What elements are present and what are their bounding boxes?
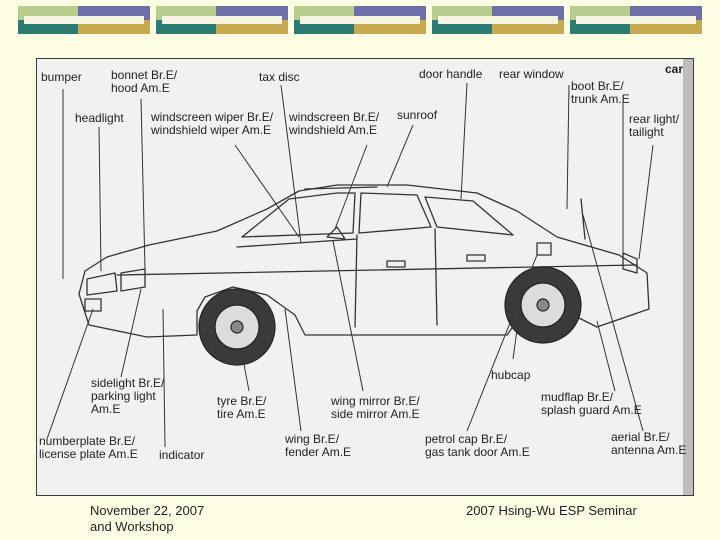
label-tax-disc: tax disc	[259, 71, 300, 84]
label-petrol-cap: petrol cap Br.E/ gas tank door Am.E	[425, 433, 530, 459]
label-wing-mirror: wing mirror Br.E/ side mirror Am.E	[331, 395, 420, 421]
label-sidelight: sidelight Br.E/ parking light Am.E	[91, 377, 164, 416]
footer-date: November 22, 2007 and Workshop	[90, 503, 204, 535]
label-bonnet-am: hood Am.E	[111, 82, 177, 95]
label-headlight: headlight	[75, 112, 124, 125]
label-rear-light: rear light/ tailight	[629, 113, 679, 139]
label-wing-am: fender Am.E	[285, 446, 351, 459]
label-numberplate: numberplate Br.E/ license plate Am.E	[39, 435, 138, 461]
label-wing: wing Br.E/ fender Am.E	[285, 433, 351, 459]
label-indicator: indicator	[159, 449, 204, 462]
header-band-4	[432, 6, 564, 34]
label-windscreen-wiper: windscreen wiper Br.E/ windshield wiper …	[151, 111, 273, 137]
label-tyre: tyre Br.E/ tire Am.E	[217, 395, 266, 421]
label-aerial-am: antenna Am.E	[611, 444, 686, 457]
label-aerial: aerial Br.E/ antenna Am.E	[611, 431, 686, 457]
label-windscreen: windscreen Br.E/ windshield Am.E	[289, 111, 379, 137]
label-bumper: bumper	[41, 71, 82, 84]
header-band-3	[294, 6, 426, 34]
label-rear-window: rear window	[499, 68, 564, 81]
label-windscreen-am: windshield Am.E	[289, 124, 379, 137]
header-band-1	[18, 6, 150, 34]
label-petrol-cap-am: gas tank door Am.E	[425, 446, 530, 459]
label-wing-mirror-am: side mirror Am.E	[331, 408, 420, 421]
label-bonnet: bonnet Br.E/ hood Am.E	[111, 69, 177, 95]
label-wiper-am: windshield wiper Am.E	[151, 124, 273, 137]
footer-seminar: 2007 Hsing-Wu ESP Seminar	[466, 503, 637, 518]
label-boot-am: trunk Am.E	[571, 93, 630, 106]
footer-date-line1: November 22, 2007	[90, 503, 204, 519]
label-mudflap: mudflap Br.E/ splash guard Am.E	[541, 391, 642, 417]
label-numberplate-am: license plate Am.E	[39, 448, 138, 461]
header-band-2	[156, 6, 288, 34]
label-hubcap: hubcap	[491, 369, 530, 382]
label-tyre-am: tire Am.E	[217, 408, 266, 421]
car-diagram: car bumper bonnet Br.E/ hood Am.E tax di…	[36, 58, 694, 496]
corner-tag: car	[665, 63, 683, 76]
header-band-5	[570, 6, 702, 34]
label-boot: boot Br.E/ trunk Am.E	[571, 80, 630, 106]
label-mudflap-am: splash guard Am.E	[541, 404, 642, 417]
label-sunroof: sunroof	[397, 109, 437, 122]
label-rear-light-am: tailight	[629, 126, 679, 139]
footer-date-line2: and Workshop	[90, 519, 204, 535]
label-sidelight-am: Am.E	[91, 403, 164, 416]
label-door-handle: door handle	[419, 68, 482, 81]
